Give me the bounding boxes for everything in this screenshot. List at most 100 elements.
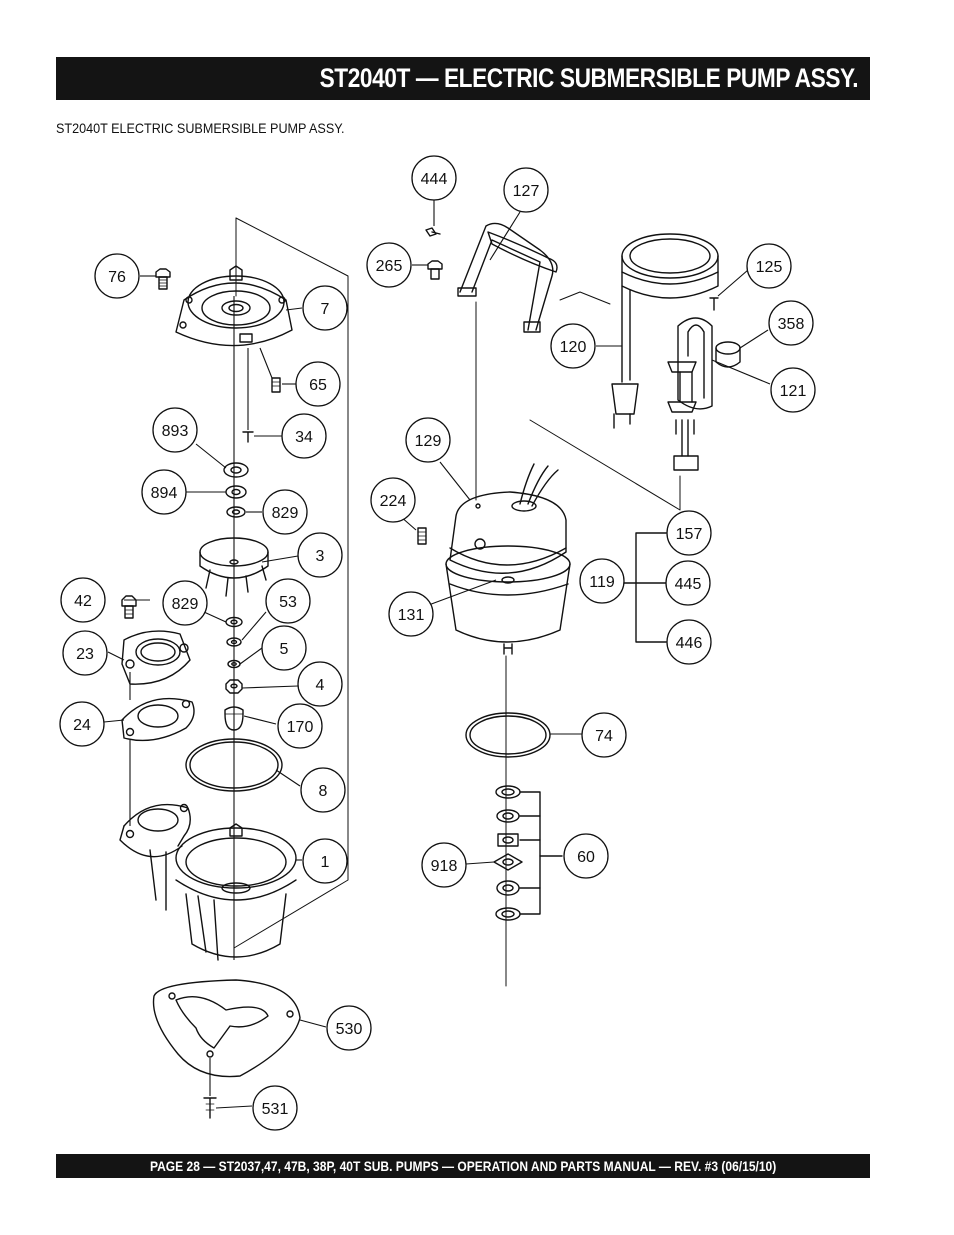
- callout-127: 127: [503, 167, 549, 213]
- callout-170: 170: [277, 703, 323, 749]
- callout-circle: [302, 285, 348, 331]
- page-title-bar: ST2040T — ELECTRIC SUBMERSIBLE PUMP ASSY…: [56, 57, 870, 100]
- callout-label: 444: [421, 171, 448, 188]
- part-265-bolt: [427, 260, 443, 280]
- callout-circle: [370, 477, 416, 523]
- part-894-seal: [225, 485, 247, 499]
- callout-label: 74: [595, 728, 613, 745]
- callout-530: 530: [326, 1005, 372, 1051]
- callout-label: 224: [380, 493, 407, 510]
- callout-label: 120: [560, 339, 587, 356]
- callout-label: 8: [319, 783, 328, 800]
- callout-125: 125: [746, 243, 792, 289]
- callout-23: 23: [62, 630, 108, 676]
- callout-918: 918: [421, 842, 467, 888]
- callout-circle: [152, 407, 198, 453]
- callout-circle: [411, 155, 457, 201]
- callout-circle: [326, 1005, 372, 1051]
- callout-label: 119: [589, 574, 615, 591]
- page-footer-bar: PAGE 28 — ST2037,47, 47B, 38P, 40T SUB. …: [56, 1154, 870, 1178]
- callout-circle: [162, 580, 208, 626]
- part-829-washer-upper: [226, 506, 246, 518]
- callout-label: 1: [321, 854, 330, 871]
- part-530-base-plate: [152, 979, 301, 1078]
- callout-120: 120: [550, 323, 596, 369]
- right-assembly-outline: [475, 301, 507, 987]
- callout-119: 119: [579, 558, 625, 604]
- callout-label: 5: [280, 641, 289, 658]
- callout-531: 531: [252, 1085, 298, 1131]
- callout-446: 446: [666, 619, 712, 665]
- callout-129: 129: [405, 417, 451, 463]
- callout-label: 53: [279, 594, 297, 611]
- callout-circle: [563, 833, 609, 879]
- callout-circle: [261, 625, 307, 671]
- part-7-cover: [175, 265, 293, 347]
- callout-445: 445: [665, 560, 711, 606]
- callout-label: 445: [675, 576, 702, 593]
- callout-circle: [388, 591, 434, 637]
- callout-label: 446: [676, 635, 703, 652]
- callout-1: 1: [302, 838, 348, 884]
- part-74-oring: [465, 712, 551, 758]
- callout-circle: [277, 703, 323, 749]
- callout-7: 7: [302, 285, 348, 331]
- callout-circle: [746, 243, 792, 289]
- callout-circle: [281, 413, 327, 459]
- callout-42: 42: [60, 577, 106, 623]
- callout-label: 530: [336, 1021, 363, 1038]
- callout-label: 918: [431, 858, 458, 875]
- part-127-handle: [457, 222, 558, 333]
- part-224-screw: [417, 527, 427, 545]
- callout-label: 60: [577, 849, 595, 866]
- part-24-gasket: [121, 697, 195, 742]
- callout-circle: [60, 577, 106, 623]
- callout-label: 170: [287, 719, 314, 736]
- callout-label: 4: [316, 677, 325, 694]
- callout-label: 829: [272, 505, 299, 522]
- callout-circle: [579, 558, 625, 604]
- callout-label: 531: [262, 1101, 289, 1118]
- left-assembly-outline: [233, 217, 349, 949]
- part-65-screw: [271, 377, 281, 393]
- callout-265: 265: [366, 242, 412, 288]
- callout-131: 131: [388, 591, 434, 637]
- callout-60: 60: [563, 833, 609, 879]
- part-121-cable-clamp: [667, 317, 713, 471]
- callout-label: 157: [676, 526, 703, 543]
- callout-label: 131: [398, 607, 425, 624]
- callout-label: 42: [74, 593, 92, 610]
- callout-65: 65: [295, 361, 341, 407]
- part-60-mechanical-seal: [493, 785, 523, 921]
- part-444-screw: [425, 227, 441, 237]
- callout-circle: [262, 489, 308, 535]
- part-120-power-cord: [611, 233, 719, 429]
- callout-circle: [94, 253, 140, 299]
- callout-circle: [366, 242, 412, 288]
- callout-157: 157: [666, 510, 712, 556]
- callout-label: 23: [76, 646, 94, 663]
- cord-outline: [529, 291, 681, 511]
- callout-label: 829: [172, 596, 199, 613]
- callout-53: 53: [265, 578, 311, 624]
- callout-label: 894: [151, 485, 178, 502]
- callout-circle: [62, 630, 108, 676]
- callout-circle: [405, 417, 451, 463]
- callout-circle: [265, 578, 311, 624]
- page-title: ST2040T — ELECTRIC SUBMERSIBLE PUMP ASSY…: [319, 63, 858, 93]
- callout-label: 7: [321, 301, 330, 318]
- page-footer: PAGE 28 — ST2037,47, 47B, 38P, 40T SUB. …: [149, 1158, 777, 1174]
- part-125-screw: [709, 297, 719, 311]
- callout-3: 3: [297, 532, 343, 578]
- callout-224: 224: [370, 477, 416, 523]
- callout-circle: [665, 560, 711, 606]
- callout-label: 76: [108, 269, 126, 286]
- part-1-volute: [119, 803, 297, 961]
- diagram-caption: ST2040T ELECTRIC SUBMERSIBLE PUMP ASSY.: [56, 120, 345, 136]
- part-893-seal: [223, 462, 249, 478]
- callout-circle: [295, 361, 341, 407]
- part-23-flange: [121, 630, 191, 685]
- part-42-bolt: [121, 595, 137, 619]
- callout-circle: [581, 712, 627, 758]
